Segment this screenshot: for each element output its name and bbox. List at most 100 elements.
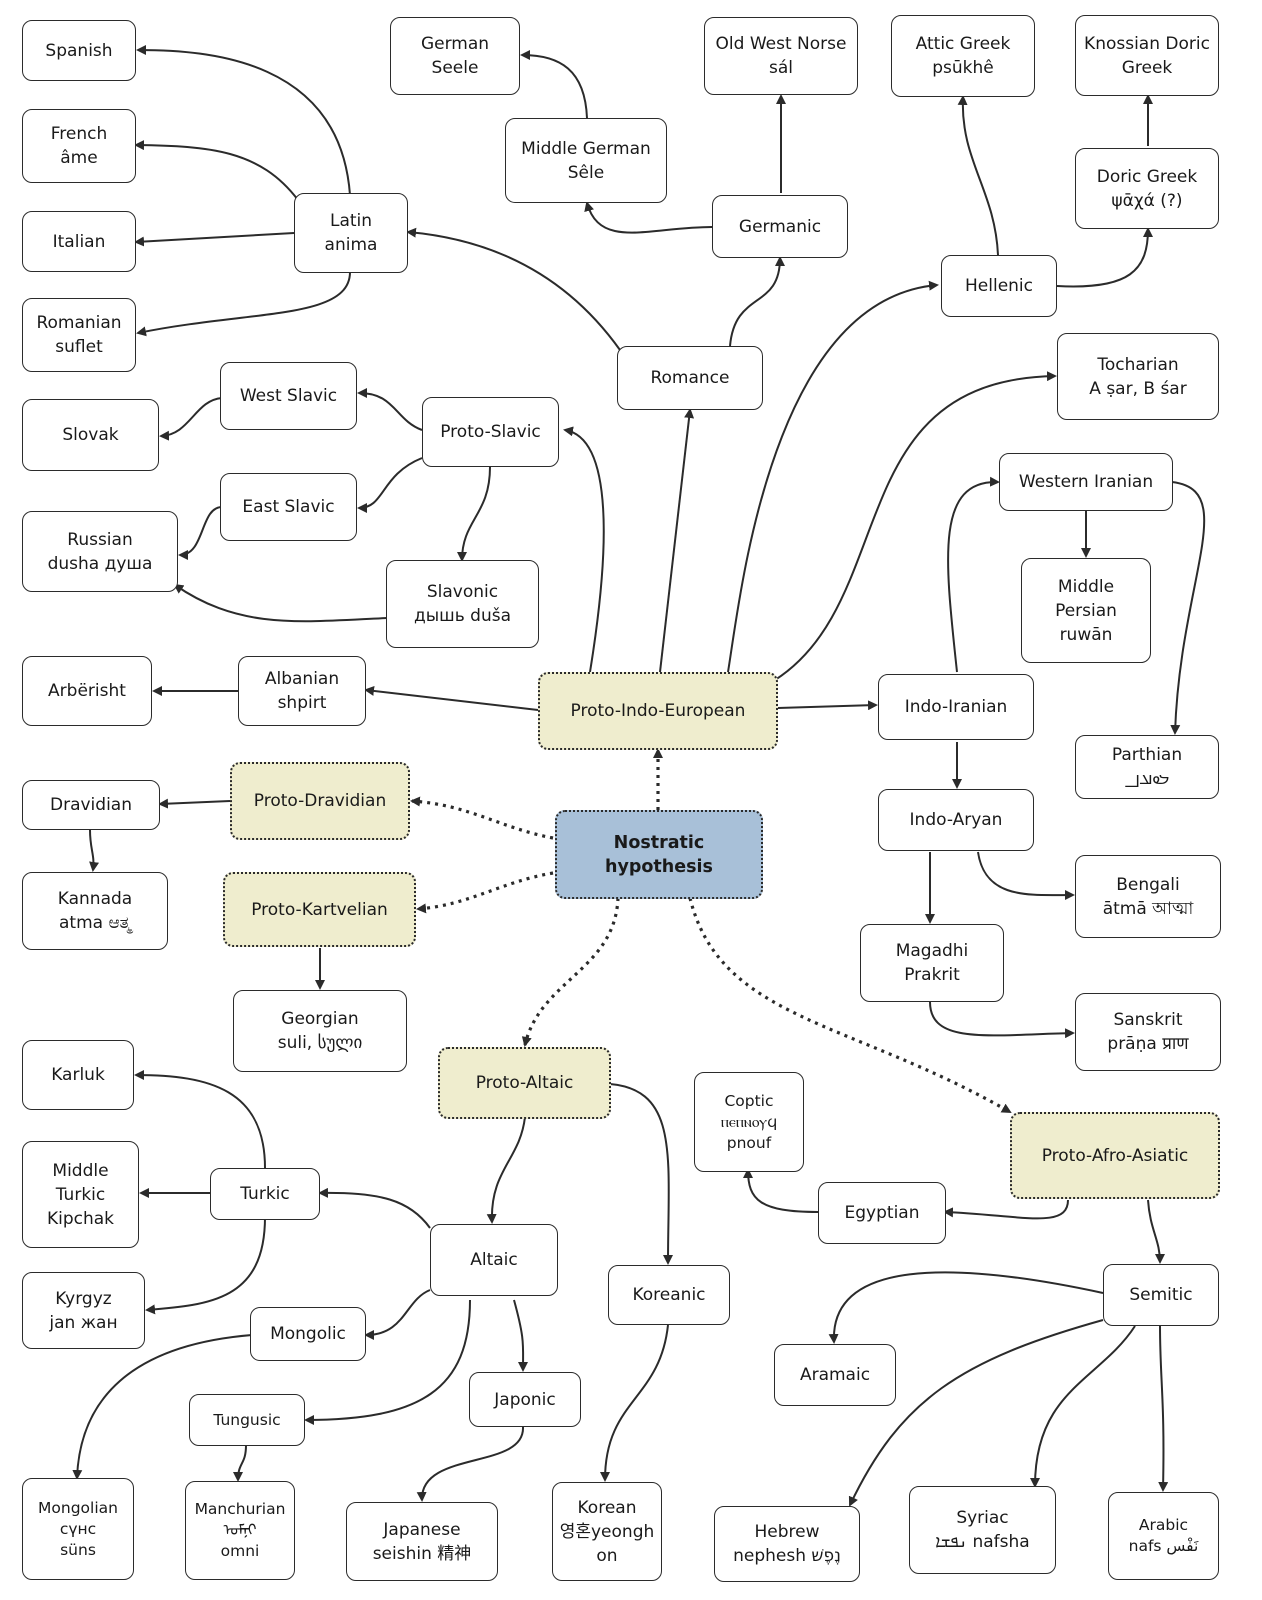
edge-pie-tocharian [774, 371, 1057, 681]
node-middle-persian: Middle Persian ruwān [1021, 558, 1151, 663]
node-albanian: Albanian shpirt [238, 656, 366, 726]
node-hebrew: Hebrew nephesh נֶפֶשׁ [714, 1506, 860, 1582]
node-manchurian: Manchurian ᠣᠮᠨᡳ omni [185, 1481, 295, 1580]
edge-pie-albanian [364, 685, 539, 711]
node-old-west-norse: Old West Norse sál [704, 17, 858, 95]
node-arberisht: Arbërisht [22, 656, 152, 726]
node-west-slavic: West Slavic [220, 362, 357, 430]
node-latin: Latin anima [294, 193, 408, 273]
edge-protoaltaic-altaic [486, 1116, 526, 1224]
edge-afroasiatic-egyptian [943, 1199, 1069, 1220]
edge-hellenic-attic [957, 95, 999, 256]
edge-hellenic-doric [1056, 227, 1153, 288]
node-attic-greek: Attic Greek psūkhê [891, 15, 1035, 97]
node-arabic: Arabic nafs نَفْس [1108, 1492, 1219, 1580]
edge-pie-hellenic [727, 280, 939, 673]
node-romanian: Romanian suflet [22, 298, 136, 372]
node-spanish: Spanish [22, 20, 136, 81]
edge-altaic-tungusic [304, 1299, 471, 1425]
edge-latin-italian [134, 232, 295, 247]
node-proto-kartvelian: Proto-Kartvelian [223, 872, 416, 947]
edge-latin-spanish [136, 45, 351, 196]
edge-mongolic-mongolian [72, 1334, 253, 1480]
edge-eastslavic-russian [178, 506, 223, 560]
edge-indoiranian-westerniranian [947, 476, 1000, 673]
edge-semitic-aramaic [828, 1271, 1104, 1344]
node-proto-altaic: Proto-Altaic [438, 1047, 611, 1119]
edge-koreanic-korean [600, 1324, 669, 1482]
node-nostratic-hypothesis: Nostratic hypothesis [555, 810, 763, 899]
node-indo-iranian: Indo-Iranian [878, 674, 1034, 740]
node-russian: Russian dusha душа [22, 511, 178, 592]
edge-latin-romanian [136, 271, 351, 337]
node-east-slavic: East Slavic [220, 473, 357, 541]
node-parthian: Parthian 𐭓𐭅𐭀𐭍 [1075, 735, 1219, 799]
node-georgian: Georgian suli, სული [233, 990, 407, 1072]
node-italian: Italian [22, 211, 136, 272]
edge-pie-protoslavic [563, 426, 605, 673]
edge-protoslavic-westslavic [357, 388, 423, 431]
node-proto-afro-asiatic: Proto-Afro-Asiatic [1010, 1112, 1220, 1199]
node-dravidian: Dravidian [22, 780, 160, 830]
edge-westerniranian-parthian [1170, 481, 1206, 735]
edge-semitic-hebrew [848, 1319, 1104, 1507]
node-altaic: Altaic [430, 1224, 558, 1296]
edge-romance-latin [406, 227, 621, 351]
node-magadhi-prakrit: Magadhi Prakrit [860, 924, 1004, 1002]
node-western-iranian: Western Iranian [999, 453, 1173, 511]
node-indo-aryan: Indo-Aryan [878, 789, 1034, 851]
node-bengali: Bengali ātmā আত্মা [1075, 855, 1221, 938]
node-coptic: Coptic ⲡⲉⲡⲛⲟⲩϥ pnouf [694, 1072, 804, 1172]
edge-nostratic-altaic [521, 897, 620, 1047]
edge-turkic-kyrgyz [145, 1216, 266, 1315]
node-proto-indo-european: Proto-Indo-European [538, 672, 778, 750]
node-kannada: Kannada atma ಆತ್ಮ [22, 872, 168, 950]
node-egyptian: Egyptian [818, 1182, 946, 1244]
node-mongolic: Mongolic [250, 1307, 366, 1361]
node-turkic: Turkic [210, 1168, 320, 1220]
edge-dravidian-kannada [89, 829, 100, 872]
node-sanskrit: Sanskrit prāṇa प्राण [1075, 993, 1221, 1071]
edge-magadhi-sanskrit [929, 1001, 1075, 1039]
node-doric-greek: Doric Greek ψᾱχά (?) [1075, 148, 1219, 229]
node-koreanic: Koreanic [608, 1265, 730, 1325]
node-japanese: Japanese seishin 精神 [346, 1502, 498, 1581]
edge-slavonic-russian [173, 583, 388, 623]
node-aramaic: Aramaic [774, 1344, 896, 1406]
edge-semitic-syriac [1030, 1325, 1136, 1488]
node-middle-turkic-kipchak: Middle Turkic Kipchak [22, 1141, 139, 1248]
edge-germanic-middlegerman [584, 201, 713, 234]
node-proto-slavic: Proto-Slavic [422, 397, 559, 467]
edge-protodravidian-dravidian [158, 798, 231, 809]
node-tocharian: Tocharian A ṣar, B śar [1057, 333, 1219, 420]
node-romance: Romance [617, 346, 763, 410]
edge-protoaltaic-koreanic [609, 1083, 674, 1265]
edge-altaic-japonic [513, 1299, 529, 1372]
edge-altaic-turkic [318, 1187, 431, 1229]
edge-tungusic-manchurian [233, 1444, 247, 1482]
node-proto-dravidian: Proto-Dravidian [230, 762, 410, 840]
edge-afroasiatic-semitic [1147, 1199, 1165, 1264]
edge-egyptian-coptic [743, 1168, 819, 1213]
edge-nostratic-afroasiatic [688, 897, 1012, 1114]
edge-japonic-japanese [416, 1426, 525, 1502]
node-mongolian: Mongolian сүнс süns [22, 1478, 134, 1580]
edge-protoslavic-eastslavic [357, 457, 423, 513]
edge-altaic-mongolic [364, 1289, 431, 1340]
edge-indoaryan-bengali [977, 851, 1075, 901]
edge-turkic-karluk [134, 1070, 266, 1169]
edge-middlegerman-german [520, 50, 588, 119]
node-middle-german: Middle German Sêle [505, 118, 667, 203]
edge-latin-french [134, 140, 299, 201]
edge-pie-romance [659, 408, 695, 673]
node-german: German Seele [390, 17, 520, 95]
node-slovak: Slovak [22, 399, 159, 471]
node-karluk: Karluk [22, 1040, 134, 1110]
node-korean: Korean 영혼yeongh on [552, 1482, 662, 1581]
edge-nostratic-kartvelian [416, 871, 554, 914]
node-knossian-doric-greek: Knossian Doric Greek [1075, 15, 1219, 96]
node-kyrgyz: Kyrgyz jan жан [22, 1272, 145, 1349]
node-tungusic: Tungusic [189, 1394, 305, 1446]
